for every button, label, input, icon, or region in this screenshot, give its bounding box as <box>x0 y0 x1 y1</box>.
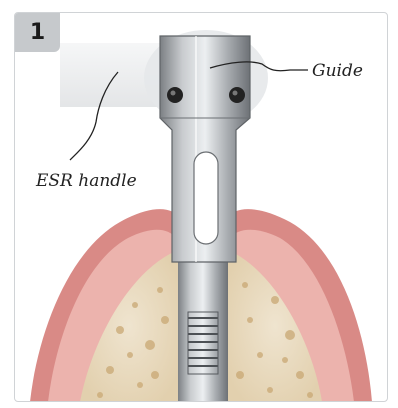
handle-pin-right <box>229 87 245 103</box>
esr-handle-label: ESR handle <box>35 171 137 191</box>
step-number: 1 <box>30 20 45 45</box>
guide-label: Guide <box>312 61 363 81</box>
guide-instrument <box>160 36 250 262</box>
handle-pin-left <box>167 87 183 103</box>
step-number-badge: 1 <box>15 13 60 52</box>
implant <box>178 252 228 402</box>
guide-window <box>194 152 218 244</box>
